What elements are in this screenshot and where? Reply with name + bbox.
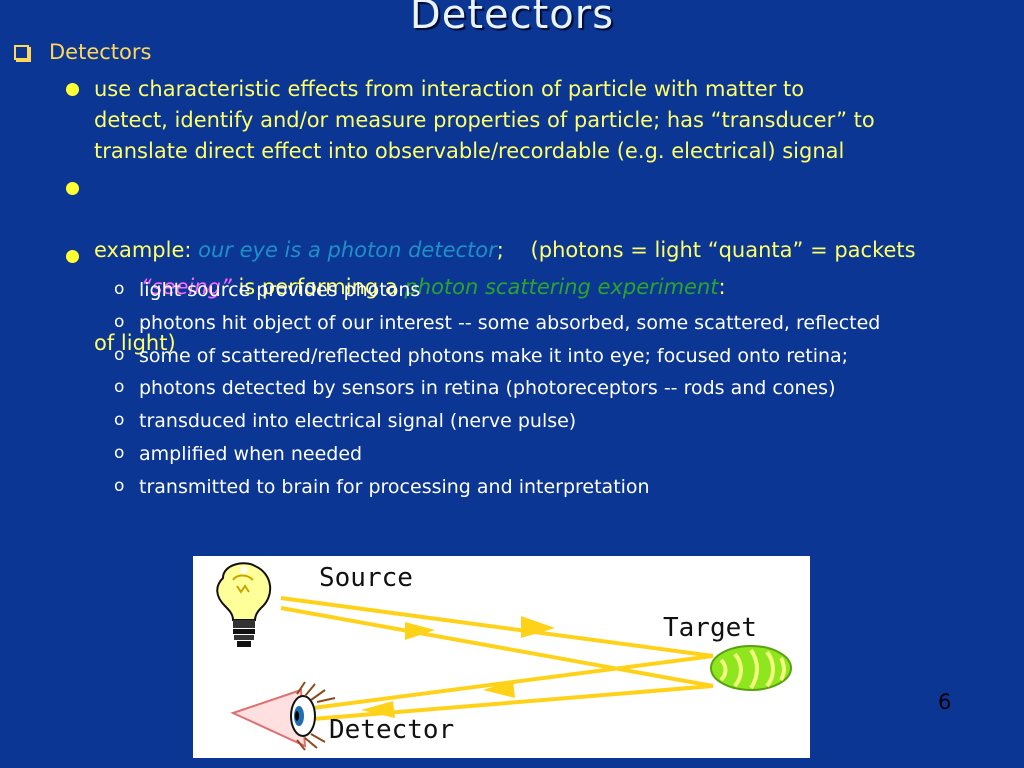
light-bulb-icon	[216, 562, 271, 647]
bullet-dot-icon	[66, 182, 79, 195]
beam-line	[280, 606, 714, 688]
slide-title: Detectors	[409, 0, 615, 38]
sub-item-text: transmitted to brain for processing and …	[139, 476, 650, 498]
sub-item-text: photons hit object of our interest -- so…	[139, 312, 881, 334]
eye-icon	[230, 681, 336, 751]
bullet-text: “seeing” is performing a photon scatteri…	[94, 241, 726, 334]
sub-marker: o	[114, 443, 125, 463]
bullet-dot-icon	[66, 250, 79, 263]
bullet-item: “seeing” is performing a photon scatteri…	[66, 241, 1006, 299]
sub-marker: o	[114, 279, 125, 299]
bullet-text: use characteristic effects from interact…	[94, 74, 875, 167]
bullet-line: translate direct effect into observable/…	[94, 139, 845, 163]
bullet-mid: is performing a	[231, 275, 405, 299]
sub-item-text: light source provides photons	[139, 279, 421, 301]
bullet-prefix: example:	[94, 238, 199, 262]
bullet-mid: ; (photons = light “quanta” = packets	[496, 238, 916, 262]
arrow-left-icon	[361, 701, 395, 718]
bullet-line: example: our eye is a photon detector; (…	[94, 235, 916, 266]
sub-marker: o	[114, 476, 125, 496]
beam-arrows	[361, 616, 555, 718]
sub-item-text: photons detected by sensors in retina (p…	[139, 377, 836, 399]
sub-marker: o	[114, 312, 125, 332]
sub-marker: o	[114, 410, 125, 430]
arrow-right-icon	[405, 622, 435, 640]
bullet-line: detect, identify and/or measure properti…	[94, 108, 875, 132]
bullet-line: of light)	[94, 331, 176, 355]
sub-item-text: some of scattered/reflected photons make…	[139, 345, 849, 367]
bullet-item: example: our eye is a photon detector; (…	[66, 173, 1006, 355]
seeing-text: “seeing”	[134, 275, 232, 299]
sub-item-text: transduced into electrical signal (nerve…	[139, 410, 577, 432]
heading-bullet: Detectors	[14, 40, 151, 64]
sub-marker: o	[114, 377, 125, 397]
bullet-end: :	[718, 275, 726, 299]
bullet-dot-icon	[66, 83, 79, 96]
target-label: Target	[663, 613, 757, 643]
scattering-diagram: Source Target Detector	[193, 556, 810, 758]
checkbox-bullet-icon	[14, 44, 29, 60]
sub-item-text: amplified when needed	[139, 443, 363, 465]
arrow-right-icon	[521, 616, 555, 638]
light-beams	[280, 596, 714, 721]
heading-text: Detectors	[49, 40, 152, 64]
bullet-item: use characteristic effects from interact…	[66, 74, 1006, 170]
highlight-text: photon scattering experiment	[404, 275, 719, 299]
target-ball-icon	[710, 645, 792, 691]
detector-label: Detector	[329, 715, 454, 745]
bullet-text: example: our eye is a photon detector; (…	[94, 173, 916, 421]
highlight-text: our eye is a photon detector	[198, 238, 497, 262]
arrow-left-icon	[483, 680, 515, 698]
scattering-diagram-svg: Source Target Detector	[216, 562, 792, 751]
beam-line	[280, 596, 714, 658]
page-number: 6	[938, 690, 952, 714]
bullet-line: use characteristic effects from interact…	[94, 77, 805, 101]
source-label: Source	[319, 563, 413, 593]
sub-marker: o	[114, 345, 125, 365]
